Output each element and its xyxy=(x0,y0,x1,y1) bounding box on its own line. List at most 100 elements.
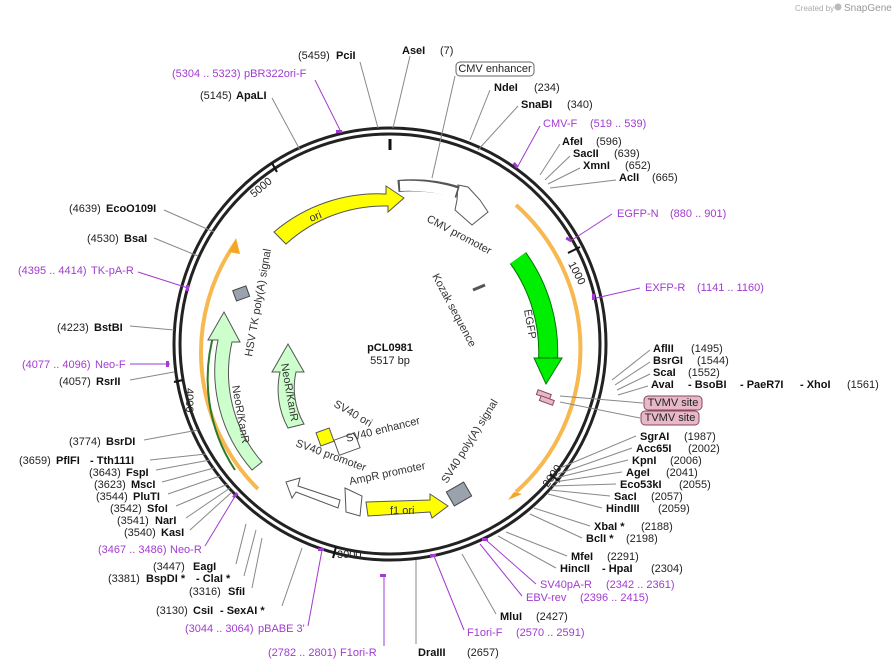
tick-label-4000: 4000 xyxy=(183,388,195,412)
egfpn-name[interactable]: EGFP-N xyxy=(617,208,659,220)
neor-inner-arrow[interactable] xyxy=(271,342,305,429)
leader-afei xyxy=(539,143,561,176)
msci-name[interactable]: MscI xyxy=(131,479,155,491)
leader-saci xyxy=(549,489,611,497)
eagi-name[interactable]: EagI xyxy=(193,561,216,573)
asei-name[interactable]: AseI xyxy=(402,45,425,57)
f1orif-name[interactable]: F1ori-F xyxy=(467,627,503,639)
eco0109i-name[interactable]: EcoO109I xyxy=(106,203,156,215)
f1orif-primer-mark xyxy=(430,554,436,557)
sv40par-name[interactable]: SV40pA-R xyxy=(540,579,592,591)
acli-name[interactable]: AclI xyxy=(619,172,639,184)
egfp-arrowhead[interactable] xyxy=(533,357,563,386)
bcli-pos: (2198) xyxy=(626,533,658,545)
leader-acli xyxy=(549,179,617,189)
tkpar-name[interactable]: TK-pA-R xyxy=(91,265,134,277)
f1orif-pos: (2570 .. 2591) xyxy=(516,627,585,639)
sgrai-name[interactable]: SgrAI xyxy=(640,431,669,443)
xbai-name[interactable]: XbaI * xyxy=(594,521,625,533)
sfoi-name[interactable]: SfoI xyxy=(147,503,168,515)
hsv-tk-box[interactable] xyxy=(232,285,251,302)
clai-name[interactable]: - ClaI * xyxy=(196,573,231,585)
annotation-arc-right xyxy=(514,203,583,494)
f1-ori-arrow[interactable] xyxy=(365,493,449,519)
exfpr-name[interactable]: EXFP-R xyxy=(645,282,685,294)
kasi-name[interactable]: KasI xyxy=(161,527,184,539)
pflfi-name[interactable]: PflFI xyxy=(56,455,80,467)
fspi-name[interactable]: FspI xyxy=(126,467,149,479)
pluti-pos: (3544) xyxy=(96,491,128,503)
draiii-name[interactable]: DraIII xyxy=(418,647,446,659)
bstbi-name[interactable]: BstBI xyxy=(94,322,123,334)
bspdi-name[interactable]: BspDI * xyxy=(146,573,186,585)
leader-pluti xyxy=(167,475,221,495)
neof-name[interactable]: Neo-F xyxy=(95,359,126,371)
bcli-name[interactable]: BclI * xyxy=(586,533,614,545)
f1orir-name[interactable]: F1ori-R xyxy=(340,647,377,659)
neor-name[interactable]: Neo-R xyxy=(170,544,202,556)
xmni-pos: (652) xyxy=(625,160,651,172)
pcii-name[interactable]: PciI xyxy=(336,50,356,62)
ampr-promoter-arrow[interactable] xyxy=(344,487,363,517)
sv40-promoter-arrow[interactable] xyxy=(285,477,341,509)
avai-name[interactable]: AvaI xyxy=(651,379,674,391)
pbr322-name[interactable]: pBR322ori-F xyxy=(244,68,307,80)
mlui-pos: (2427) xyxy=(536,611,568,623)
leader-bspdi xyxy=(243,529,257,577)
backbone-inner xyxy=(178,132,602,556)
kpni-name[interactable]: KpnI xyxy=(632,455,656,467)
agei-name[interactable]: AgeI xyxy=(626,467,650,479)
apali-name[interactable]: ApaLI xyxy=(236,90,267,102)
xmni-name[interactable]: XmnI xyxy=(583,160,610,172)
neor-outer-strand xyxy=(206,329,236,471)
scai-name[interactable]: ScaI xyxy=(653,367,676,379)
bsrdi-name[interactable]: BsrDI xyxy=(106,436,135,448)
ori-arrow[interactable] xyxy=(273,185,405,245)
tvmv-site-box-1[interactable] xyxy=(643,395,703,411)
leader-eagi xyxy=(235,523,247,565)
ndei-name[interactable]: NdeI xyxy=(494,82,518,94)
cmvf-name[interactable]: CMV-F xyxy=(543,118,578,130)
leader-agei xyxy=(553,471,623,483)
snabi-name[interactable]: SnaBI xyxy=(521,99,552,111)
aflii-name[interactable]: AflII xyxy=(653,343,674,355)
bsrgi-name[interactable]: BsrGI xyxy=(653,355,683,367)
sv40-enhancer-box[interactable] xyxy=(333,432,361,456)
sv40-ori-box[interactable] xyxy=(315,427,335,447)
xhoi-name[interactable]: - XhoI xyxy=(800,379,831,391)
aflii-pos: (1495) xyxy=(691,343,723,355)
mlui-name[interactable]: MluI xyxy=(500,611,522,623)
ebvrev-name[interactable]: EBV-rev xyxy=(526,592,567,604)
sexai-name[interactable]: - SexAI * xyxy=(220,605,265,617)
leader-bsrdi xyxy=(143,429,199,441)
mfei-name[interactable]: MfeI xyxy=(571,551,593,563)
pbabe-name[interactable]: pBABE 3' xyxy=(258,623,305,635)
hindiii-name[interactable]: HindIII xyxy=(606,503,640,515)
cmv-enhancer-box[interactable] xyxy=(455,61,535,77)
eco53ki-name[interactable]: Eco53kI xyxy=(620,479,662,491)
cmv-promoter-arrow[interactable] xyxy=(454,184,489,226)
tvmv-site-box-2[interactable] xyxy=(640,410,700,426)
afei-name[interactable]: AfeI xyxy=(562,136,583,148)
bsobi-name[interactable]: - BsoBI xyxy=(688,379,727,391)
leader-sacii xyxy=(544,155,571,181)
hincii-name[interactable]: HincII xyxy=(560,563,590,575)
bsai-name[interactable]: BsaI xyxy=(124,233,147,245)
nari-name[interactable]: NarI xyxy=(155,515,176,527)
sv40-polya-box[interactable] xyxy=(445,481,473,507)
annotation-arc-right-head xyxy=(508,492,522,500)
leader-egfpn xyxy=(571,213,613,241)
cmv-enhancer-leader xyxy=(431,75,456,179)
sfii-name[interactable]: SfiI xyxy=(228,586,245,598)
sacii-name[interactable]: SacII xyxy=(573,148,599,160)
acc65i-name[interactable]: Acc65I xyxy=(636,443,671,455)
neor-outer-arrow[interactable] xyxy=(207,310,263,471)
hpai-name[interactable]: - HpaI xyxy=(602,563,633,575)
rsrii-name[interactable]: RsrII xyxy=(96,376,120,388)
pluti-name[interactable]: PluTI xyxy=(133,491,160,503)
csii-name[interactable]: CsiI xyxy=(193,605,213,617)
paer7i-name[interactable]: - PaeR7I xyxy=(740,379,783,391)
saci-name[interactable]: SacI xyxy=(614,491,637,503)
tth111i-name[interactable]: - Tth111I xyxy=(90,455,134,467)
